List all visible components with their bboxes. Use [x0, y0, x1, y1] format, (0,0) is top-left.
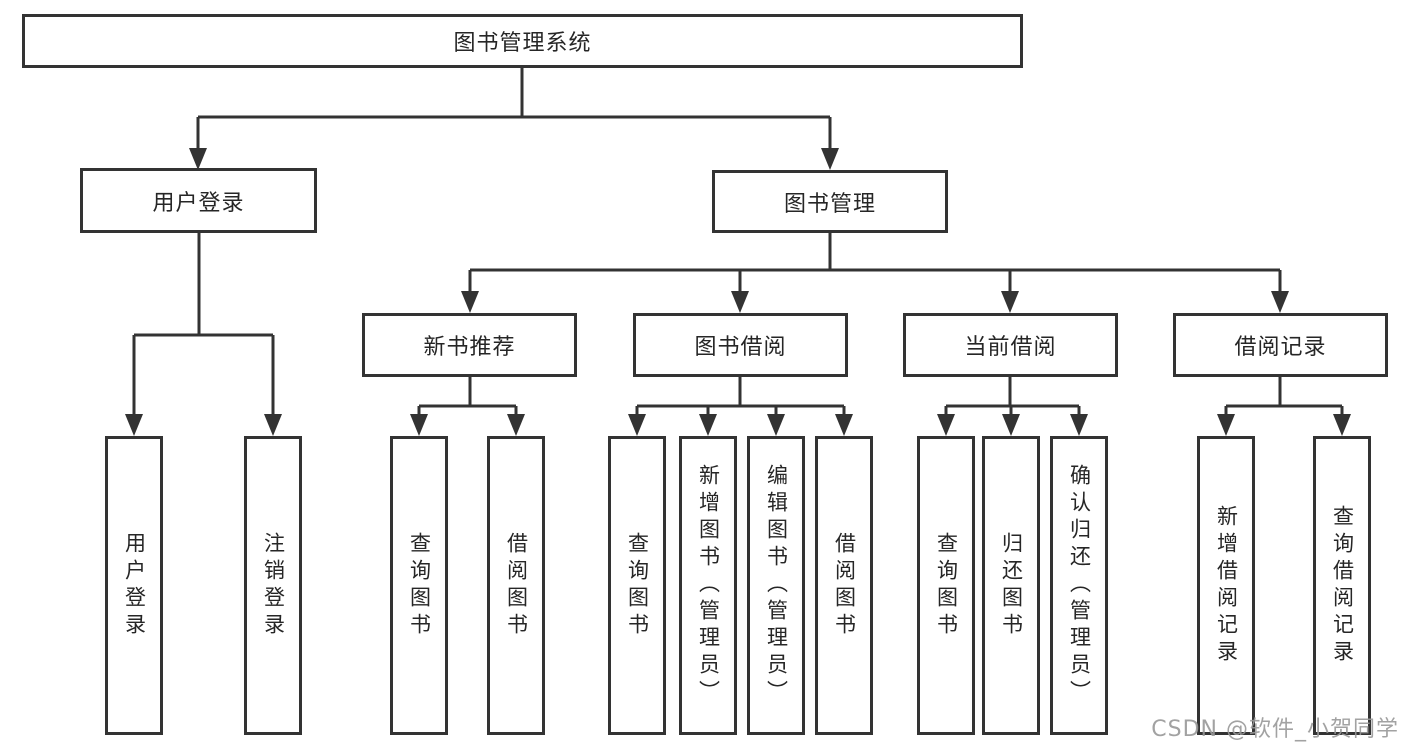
leaf-label: 查询图书 [407, 531, 432, 640]
node-label: 图书借阅 [694, 335, 787, 360]
leaf-edit-books-admin: 编辑图书（管理员） [747, 436, 805, 735]
leaf-add-borrow-record: 新增借阅记录 [1197, 436, 1255, 735]
leaf-label: 新增借阅记录 [1214, 504, 1239, 667]
leaf-return-books: 归还图书 [982, 436, 1040, 735]
leaf-query-books: 查询图书 [608, 436, 666, 735]
node-label: 新书推荐 [423, 335, 516, 360]
node-user-login: 用户登录 [80, 168, 317, 233]
leaf-label: 查询图书 [625, 531, 650, 640]
arrow-down-icon [1002, 414, 1020, 436]
connector-current-borrow-branch [944, 377, 1081, 416]
leaf-label: 用户登录 [122, 531, 147, 640]
arrow-down-icon [1271, 291, 1289, 313]
leaf-label: 归还图书 [999, 531, 1024, 640]
leaf-confirm-return-admin: 确认归还（管理员） [1050, 436, 1108, 735]
leaf-label: 新增图书（管理员） [696, 464, 721, 707]
connector-root-to-level2 [196, 68, 832, 150]
leaf-query-books: 查询图书 [390, 436, 448, 735]
leaf-label: 查询借阅记录 [1330, 504, 1355, 667]
node-borrow-record: 借阅记录 [1173, 313, 1388, 377]
arrow-down-icon [189, 148, 207, 170]
arrow-down-icon [410, 414, 428, 436]
leaf-label: 借阅图书 [504, 531, 529, 640]
leaf-borrow-books: 借阅图书 [487, 436, 545, 735]
leaf-label: 借阅图书 [832, 531, 857, 640]
node-book-management: 图书管理 [712, 170, 948, 233]
node-label: 图书管理系统 [453, 31, 592, 56]
node-label: 当前借阅 [964, 335, 1057, 360]
leaf-add-books-admin: 新增图书（管理员） [679, 436, 737, 735]
arrow-down-icon [125, 414, 143, 436]
arrow-down-icon [1217, 414, 1235, 436]
leaf-label: 注销登录 [261, 531, 286, 640]
node-label: 用户登录 [152, 190, 245, 216]
arrow-down-icon [264, 414, 282, 436]
node-book-borrow: 图书借阅 [633, 313, 848, 377]
leaf-query-borrow-record: 查询借阅记录 [1313, 436, 1371, 735]
connector-new-book-branch [417, 377, 518, 416]
leaf-label: 查询图书 [934, 531, 959, 640]
leaf-logout: 注销登录 [244, 436, 302, 735]
node-label: 图书管理 [783, 191, 876, 217]
node-new-book-recommend: 新书推荐 [362, 313, 577, 377]
connector-book-borrow-branch [635, 377, 846, 416]
arrow-down-icon [731, 291, 749, 313]
connector-user-login-branch [132, 233, 275, 416]
arrow-down-icon [1070, 414, 1088, 436]
arrow-down-icon [821, 148, 839, 170]
connector-borrow-record-branch [1224, 377, 1344, 416]
arrow-down-icon [937, 414, 955, 436]
arrow-down-icon [835, 414, 853, 436]
arrow-down-icon [628, 414, 646, 436]
arrow-down-icon [699, 414, 717, 436]
connector-book-management-branch [468, 233, 1282, 293]
leaf-user-login: 用户登录 [105, 436, 163, 735]
leaf-label: 编辑图书（管理员） [764, 464, 789, 707]
csdn-watermark: CSDN @软件_小贺同学 [1151, 717, 1399, 742]
node-root-library-system: 图书管理系统 [22, 14, 1023, 68]
arrow-down-icon [767, 414, 785, 436]
node-label: 借阅记录 [1234, 335, 1327, 360]
leaf-label: 确认归还（管理员） [1067, 464, 1092, 707]
arrow-down-icon [1333, 414, 1351, 436]
arrow-down-icon [507, 414, 525, 436]
arrowheads [125, 148, 1351, 436]
arrow-down-icon [1001, 291, 1019, 313]
node-current-borrow: 当前借阅 [903, 313, 1118, 377]
arrow-down-icon [461, 291, 479, 313]
leaf-query-books: 查询图书 [917, 436, 975, 735]
leaf-borrow-books: 借阅图书 [815, 436, 873, 735]
